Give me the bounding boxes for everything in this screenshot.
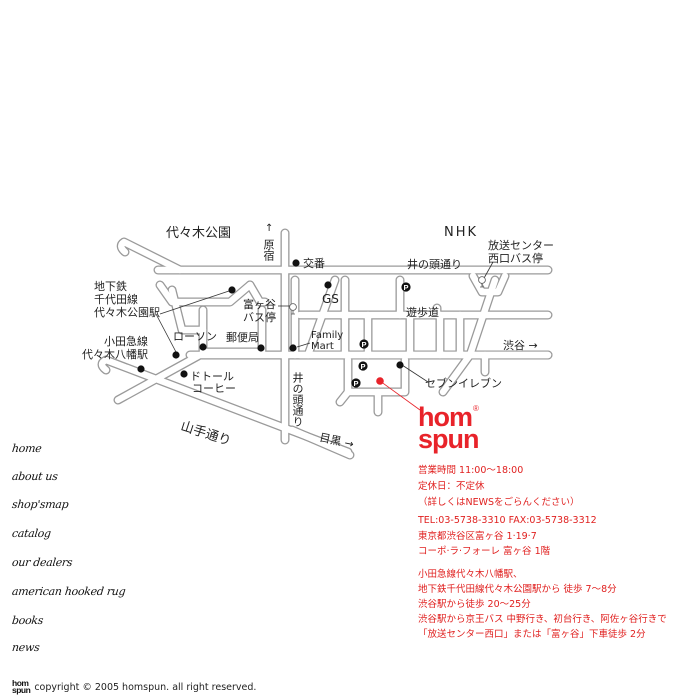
nav-catalog[interactable]: catalog: [11, 527, 52, 540]
label-harajuku: 原宿: [262, 239, 275, 261]
leader-family-mart: [296, 342, 311, 348]
yoyogi-station-marker: [228, 286, 236, 294]
label-yoyogi-park: 代々木公園: [166, 226, 232, 241]
nav-home[interactable]: home: [11, 442, 43, 455]
seven-eleven-marker: [396, 361, 404, 369]
harajuku-arrow-icon: ↑: [265, 223, 274, 234]
doutor-marker: [180, 370, 188, 378]
tel-fax: TEL:03-5738-3310 FAX:03-5738-3312: [418, 515, 597, 526]
copyright-text: copyright © 2005 homspun. all right rese…: [34, 681, 257, 693]
road-gs-diag-fill: [304, 276, 339, 359]
svg-text:P: P: [353, 379, 358, 388]
road-south-diag-fill: [336, 388, 352, 406]
label-odakyu-2: 代々木八幡駅: [82, 348, 148, 361]
odakyu-marker-2: [137, 365, 145, 373]
parking-icon-4: P: [351, 378, 361, 388]
road-meguro-fill: [288, 426, 354, 459]
nav-our-dealers[interactable]: our dealers: [11, 556, 73, 569]
label-doutor-2: コーヒー: [192, 382, 236, 395]
access-line-1: 小田急線代々木八幡駅、: [418, 569, 523, 580]
label-family: Family: [311, 330, 344, 341]
road-nishi-diag-fill: [439, 276, 499, 396]
parking-icon-1: P: [401, 282, 411, 292]
leader-seven: [401, 364, 429, 383]
leader-subway: [159, 289, 233, 315]
label-subway-3: 代々木公園駅: [94, 306, 160, 319]
label-nishiguchi-bus: 西口バス停: [488, 252, 543, 265]
svg-text:P: P: [403, 283, 408, 292]
odakyu-station-marker: [172, 351, 180, 359]
label-doutor-1: ドトール: [190, 370, 234, 383]
family-mart-marker: [289, 344, 297, 352]
label-post-office: 郵便局: [226, 331, 259, 344]
label-seven-eleven: セブンイレブン: [425, 377, 502, 390]
footer-logo: hom spun: [12, 678, 31, 695]
svg-text:P: P: [361, 340, 366, 349]
logo-line-1: hom: [418, 402, 473, 432]
footer-logo-line-2: spun: [12, 685, 31, 695]
business-hours: 営業時間 11:00～18:00: [418, 465, 524, 476]
news-note: （詳しくはNEWSをごらんください）: [418, 497, 580, 508]
label-inokashira-vertical: 井の頭通り: [291, 372, 304, 427]
label-koban: 交番: [303, 257, 325, 270]
access-line-2: 地下鉄千代田線代々木公園駅から 徒歩 7～8分: [418, 584, 617, 595]
nav-news[interactable]: news: [11, 641, 41, 654]
nav-books[interactable]: books: [11, 614, 44, 627]
access-line-4: 渋谷駅から京王バス 中野行き、初台行き、阿佐ヶ谷行きで: [418, 614, 667, 625]
label-gs: GS: [322, 292, 339, 306]
label-inokashira-dori: 井の頭通り: [407, 258, 462, 271]
footer: hom spun copyright © 2005 homspun. all r…: [12, 678, 257, 695]
closed-days: 定休日：不定休: [418, 481, 485, 492]
homspun-logo: hom spun ®: [418, 402, 479, 454]
nav-about-us[interactable]: about us: [11, 470, 59, 483]
leader-nishi-bus: [482, 261, 494, 281]
label-subway-1: 地下鉄: [94, 280, 127, 293]
road-yoyogi-loop-fill: [156, 281, 254, 306]
address-line-2: コーポ·ラ·フォーレ 富ヶ谷 1階: [418, 546, 551, 557]
logo-line-2: spun: [418, 424, 479, 454]
road-yuhodo-fill: [168, 286, 207, 334]
road-odakyu-fill: [114, 352, 202, 404]
leader-odakyu: [155, 313, 177, 353]
leader-shop: [379, 380, 421, 411]
address-line-1: 東京都渋谷区富ヶ谷 1·19·7: [418, 531, 537, 542]
nav-american-hooked-rug[interactable]: american hooked rug: [11, 585, 126, 598]
road-tomigaya-diag-fill: [246, 281, 269, 306]
svg-text:P: P: [360, 362, 365, 371]
lawson-marker: [199, 343, 207, 351]
parking-icon-2: P: [359, 339, 369, 349]
parking-icon-3: P: [358, 361, 368, 371]
bus-stop-icon-nishiguchi: [478, 276, 486, 288]
access-line-3: 渋谷駅から徒歩 20～25分: [418, 599, 531, 610]
road-nishi-loop-fill: [469, 272, 509, 296]
footer-logo-line-1: hom: [12, 678, 29, 688]
label-odakyu-1: 小田急線: [104, 335, 148, 348]
road-nw-diagonal-fill: [118, 238, 184, 274]
gs-marker: [324, 281, 332, 289]
access-line-5: 「放送センター西口」または「富ヶ谷」下車徒歩 2分: [418, 629, 646, 640]
label-nhk: NHK: [444, 225, 479, 240]
label-hoso-center: 放送センター: [488, 239, 554, 252]
registered-mark: ®: [473, 404, 479, 413]
label-tomigaya-bus-1: 富ヶ谷: [243, 298, 276, 311]
label-yuhodo: 遊歩道: [406, 306, 439, 319]
shop-location-marker: [376, 377, 384, 385]
koban-marker: [292, 259, 300, 267]
label-tomigaya-bus-2: バス停: [243, 311, 276, 324]
bus-stop-icon-tomigaya: [289, 303, 297, 315]
nav-shops-map[interactable]: shop'smap: [11, 498, 70, 511]
label-lawson: ローソン: [173, 330, 217, 343]
label-subway-2: 千代田線: [94, 293, 138, 306]
road-yamate-fill: [98, 356, 352, 456]
label-shibuya: 渋谷 →: [503, 339, 538, 352]
post-office-marker: [257, 344, 265, 352]
label-mart: Mart: [311, 341, 334, 352]
